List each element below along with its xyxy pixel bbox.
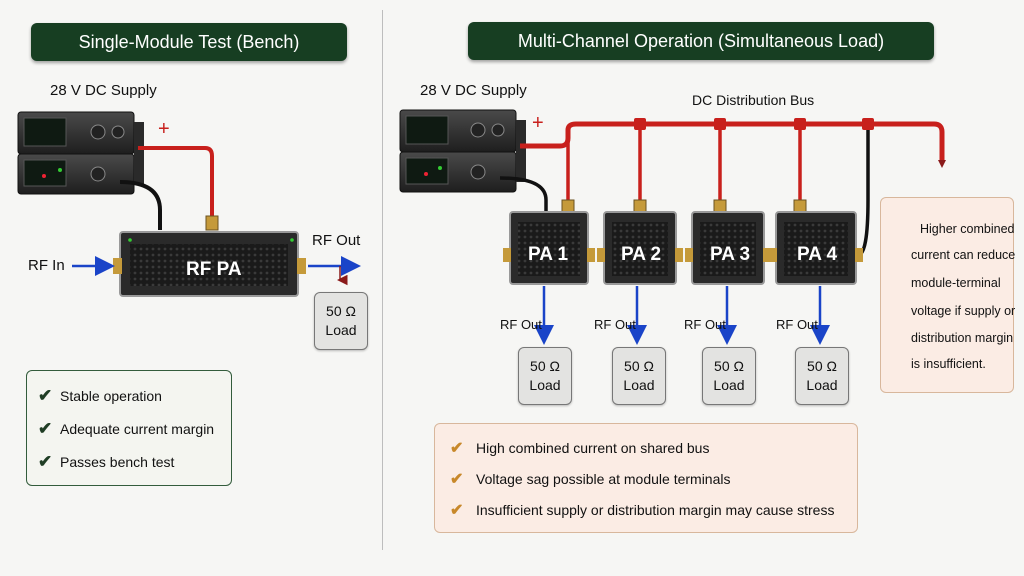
warnings-list xyxy=(434,423,858,533)
panel-divider xyxy=(382,10,383,550)
note-line: module-terminal xyxy=(911,276,1001,290)
left-load: 50 Ω Load xyxy=(314,292,368,350)
right-supply-label: 28 V DC Supply xyxy=(420,82,527,99)
load-1: 50 Ω Load xyxy=(518,347,572,405)
check-icon: ✔ xyxy=(450,440,464,457)
load-text: Load xyxy=(623,377,655,393)
check-item: ✔Passes bench test xyxy=(38,452,175,471)
note-line: Higher combined xyxy=(920,222,1015,236)
bus-label: DC Distribution Bus xyxy=(692,92,815,108)
left-banner: Single-Module Test (Bench) xyxy=(31,23,347,61)
note-line: distribution margin xyxy=(911,331,1014,345)
note-line: voltage if supply or xyxy=(911,304,1016,318)
rf-out-label-3: RF Out xyxy=(684,317,726,332)
load-ohm: 50 Ω xyxy=(714,358,744,374)
rf-pa-label: RF PA xyxy=(186,259,242,280)
check-item: ✔Adequate current margin xyxy=(38,419,215,438)
left-supply-label: 28 V DC Supply xyxy=(50,82,157,99)
left-dc-positive-wire xyxy=(138,146,214,218)
right-dc-supply xyxy=(399,109,526,193)
right-banner: Multi-Channel Operation (Simultaneous Lo… xyxy=(468,22,934,60)
load-text: Load xyxy=(529,377,561,393)
rf-out-label-1: RF Out xyxy=(500,317,542,332)
note-line: current can reduce xyxy=(911,248,1016,262)
check-icon: ✔ xyxy=(450,471,464,488)
load-text: Load xyxy=(325,322,357,338)
load-4: 50 Ω Load xyxy=(795,347,849,405)
warning-item: ✔Insufficient supply or distribution mar… xyxy=(450,502,835,519)
right-plus-sign: + xyxy=(532,112,544,134)
load-ohm: 50 Ω xyxy=(807,358,837,374)
rf-out-label-2: RF Out xyxy=(594,317,636,332)
note-line: is insufficient. xyxy=(911,357,986,371)
left-rf-out-label: RF Out xyxy=(312,232,361,249)
rf-out-label-4: RF Out xyxy=(776,317,818,332)
load-ohm: 50 Ω xyxy=(624,358,654,374)
load-text: Load xyxy=(713,377,745,393)
rf-in-label: RF In xyxy=(28,257,65,274)
left-rf-pa-module xyxy=(113,231,306,297)
pa-2-label: PA 2 xyxy=(621,244,662,265)
left-plus-sign: + xyxy=(158,118,170,140)
pa-modules xyxy=(503,211,863,285)
load-text: Load xyxy=(806,377,838,393)
bus-drops xyxy=(566,130,802,200)
left-dc-ground-wire xyxy=(119,180,162,230)
check-icon: ✔ xyxy=(38,419,53,438)
pa-1-label: PA 1 xyxy=(528,244,569,265)
load-ohm: 50 Ω xyxy=(530,358,560,374)
warning-item: ✔High combined current on shared bus xyxy=(450,440,710,457)
check-item: ✔Stable operation xyxy=(38,386,162,405)
check-icon: ✔ xyxy=(38,386,53,405)
pa-3-label: PA 3 xyxy=(710,244,751,265)
load-ohm: 50 Ω xyxy=(326,303,356,319)
voltage-note xyxy=(880,197,1014,393)
check-icon: ✔ xyxy=(450,502,464,519)
dc-distribution-bus xyxy=(520,121,945,160)
load-3: 50 Ω Load xyxy=(702,347,756,405)
warning-item: ✔Voltage sag possible at module terminal… xyxy=(450,471,731,488)
check-icon: ✔ xyxy=(38,452,53,471)
pa-4-label: PA 4 xyxy=(797,244,838,265)
left-checklist xyxy=(26,370,232,486)
rf-out-arrows xyxy=(534,286,830,345)
load-2: 50 Ω Load xyxy=(612,347,666,405)
left-dc-supply xyxy=(17,111,144,195)
